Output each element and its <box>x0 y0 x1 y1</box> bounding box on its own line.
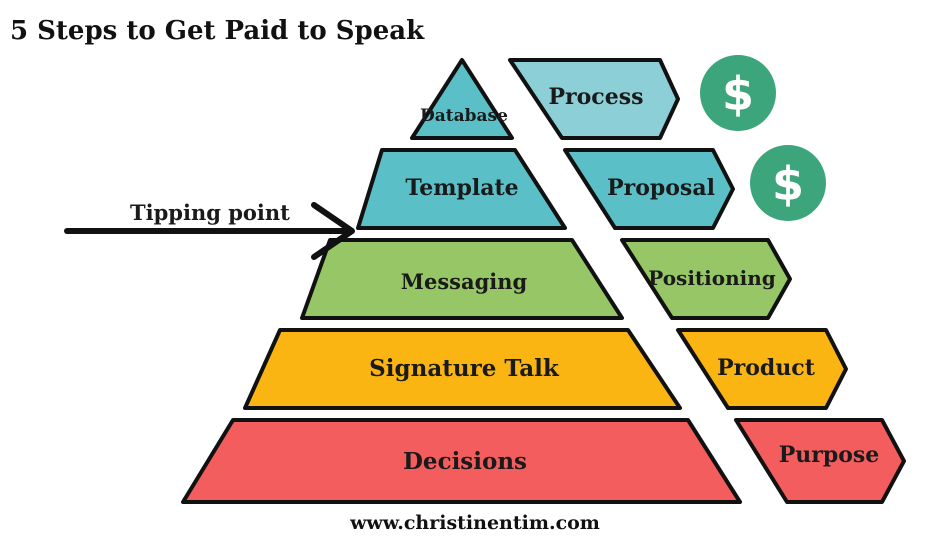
dollar-icon: $ <box>750 145 826 221</box>
pyramid-level-database <box>410 58 514 140</box>
pyramid-label-decisions: Decisions <box>403 448 527 475</box>
step-label-product: Product <box>717 355 816 381</box>
step-label-process: Process <box>549 84 644 110</box>
pyramid-level-messaging <box>300 238 624 320</box>
pyramid-level-decisions <box>181 418 742 504</box>
dollar-icon: $ <box>700 55 776 131</box>
step-label-proposal: Proposal <box>607 175 715 201</box>
footer-url: www.christinentim.com <box>350 512 600 534</box>
pyramid-label-database: Database <box>420 106 508 126</box>
pyramid-level-template <box>356 148 567 230</box>
pyramid-label-signature-talk: Signature Talk <box>369 355 560 382</box>
tipping-point-arrow-icon <box>64 202 355 260</box>
step-purpose <box>734 418 906 504</box>
step-label-purpose: Purpose <box>779 442 880 468</box>
step-process <box>508 58 680 140</box>
pyramid-label-template: Template <box>405 175 518 201</box>
pyramid-level-signature-talk <box>243 328 682 410</box>
step-product <box>676 328 848 410</box>
page-title: 5 Steps to Get Paid to Speak <box>10 16 425 46</box>
svg-text:$: $ <box>722 67 754 121</box>
svg-text:$: $ <box>772 157 804 211</box>
pyramid-label-messaging: Messaging <box>401 269 528 294</box>
step-positioning <box>620 238 792 320</box>
step-proposal <box>563 148 735 230</box>
step-label-positioning: Positioning <box>648 266 776 290</box>
tipping-point-label: Tipping point <box>130 200 290 225</box>
